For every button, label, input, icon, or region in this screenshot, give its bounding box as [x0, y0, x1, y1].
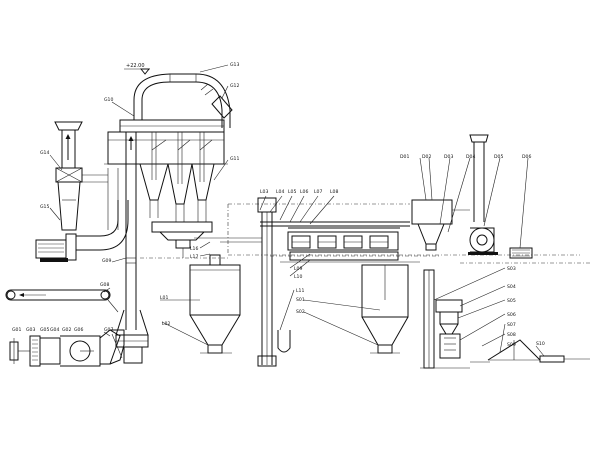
- label-l06: L06: [300, 189, 308, 195]
- label-l03: L03: [260, 189, 268, 195]
- left-stack: [54, 121, 119, 231]
- main-vertical-duct: [115, 132, 149, 364]
- label-g09: G09: [102, 258, 111, 264]
- cyclone-bank: [104, 119, 228, 258]
- label-l07: L07: [314, 189, 322, 195]
- label-d06: D06: [522, 154, 531, 160]
- label-g11: G11: [230, 156, 239, 162]
- elevation-text: +22.00: [126, 63, 145, 69]
- label-g07: G07: [104, 327, 113, 333]
- label-s05: S05: [507, 298, 516, 304]
- label-l17: L17: [190, 254, 198, 260]
- label-g02: G02: [62, 327, 71, 333]
- label-d02: D02: [422, 154, 431, 160]
- label-d03: D03: [444, 154, 453, 160]
- silo-s01: [361, 264, 409, 354]
- label-g04: G04: [50, 327, 59, 333]
- label-s02: S02: [296, 309, 305, 315]
- packing-section: [420, 269, 590, 369]
- label-g15: G15: [40, 204, 49, 210]
- fan-assembly: [35, 200, 129, 262]
- label-s06: S06: [507, 312, 516, 318]
- label-g13: G13: [230, 62, 239, 68]
- equipment-labels: G13 G12 G10 G11 G14 G15 G09 G08 G07 G06 …: [12, 62, 545, 348]
- label-s08: S08: [507, 332, 516, 338]
- label-l02: L02: [162, 321, 170, 327]
- label-l08: L08: [330, 189, 338, 195]
- label-s09: S09: [507, 342, 516, 348]
- belt-conveyor: [5, 289, 119, 313]
- screen-section: [260, 221, 420, 263]
- air-heater: [9, 329, 125, 367]
- label-d05: D05: [494, 154, 503, 160]
- label-g01: G01: [12, 327, 21, 333]
- leader-lines: [49, 64, 545, 357]
- label-g14: G14: [40, 150, 49, 156]
- label-g08: G08: [100, 282, 109, 288]
- label-l01: L01: [160, 295, 168, 301]
- label-l05: L05: [288, 189, 296, 195]
- label-d04: D04: [466, 154, 475, 160]
- label-s10: S10: [536, 341, 545, 347]
- dryer-section: [411, 134, 533, 259]
- label-g03: G03: [26, 327, 35, 333]
- bucket-elevator: [194, 197, 291, 367]
- label-g12: G12: [230, 83, 239, 89]
- label-g10: G10: [104, 97, 113, 103]
- label-s04: S04: [507, 284, 516, 290]
- label-d01: D01: [400, 154, 409, 160]
- label-l09: L09: [294, 266, 302, 272]
- elevation-mark: +22.00: [124, 63, 151, 75]
- top-ducting: [133, 73, 233, 128]
- label-l16: L16: [190, 246, 198, 252]
- label-s01: S01: [296, 297, 305, 303]
- silo-l01: [189, 254, 241, 354]
- label-l10: L10: [294, 274, 302, 280]
- label-s03: S03: [507, 266, 516, 272]
- label-g05: G05: [40, 327, 49, 333]
- label-s07: S07: [507, 322, 516, 328]
- label-g06: G06: [74, 327, 83, 333]
- label-l11: L11: [296, 288, 304, 294]
- label-l04: L04: [276, 189, 284, 195]
- floor-lines: [140, 203, 590, 264]
